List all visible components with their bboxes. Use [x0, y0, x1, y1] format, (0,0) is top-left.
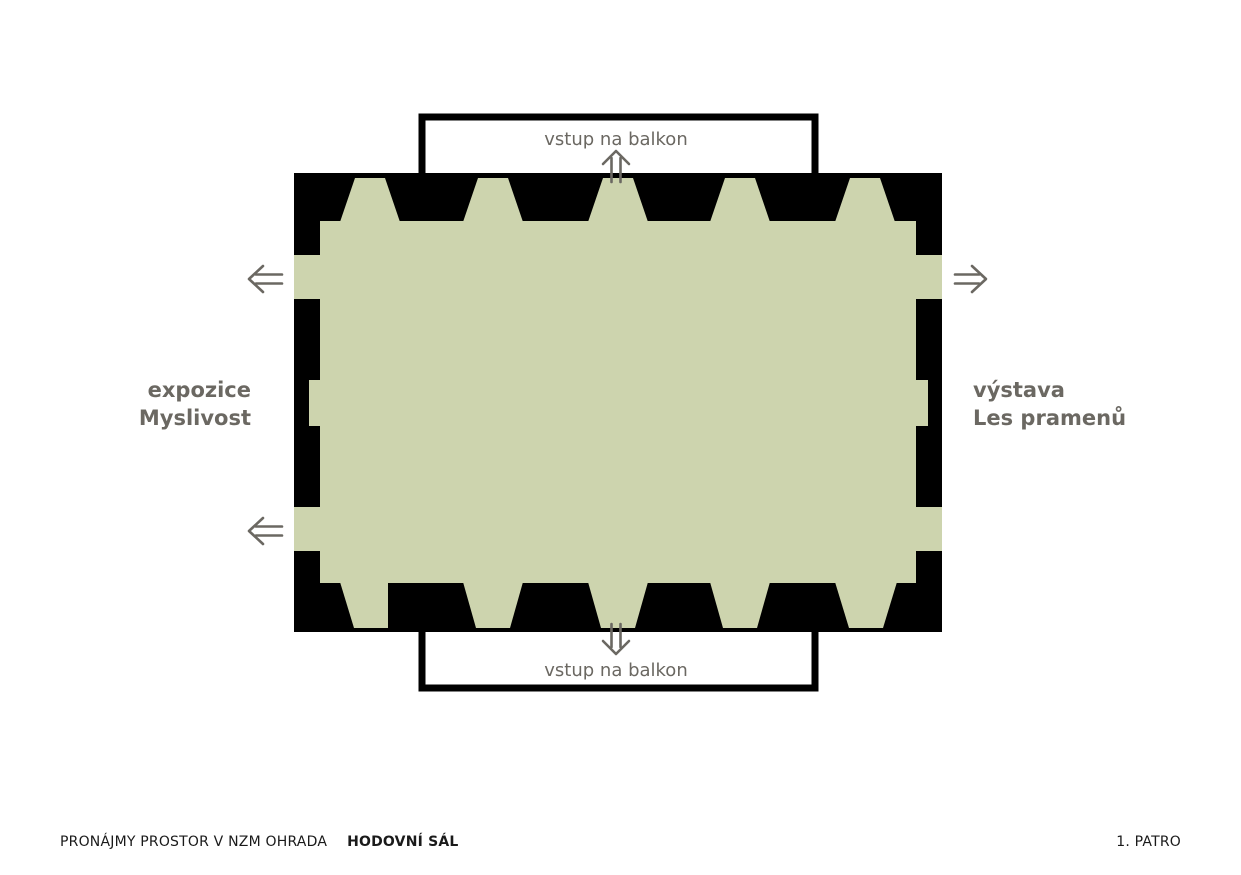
label-expozice-myslivost: expozice Myslivost	[139, 376, 251, 432]
opening-left-upper	[294, 255, 324, 299]
label-left-line1: expozice	[147, 378, 251, 402]
label-left-line2: Myslivost	[138, 406, 251, 430]
opening-left-lower	[294, 507, 324, 551]
balcony-bottom-label: vstup na balkon	[544, 660, 687, 681]
balcony-arrow-up-icon	[601, 149, 631, 184]
footer-room: HODOVNÍ SÁL	[347, 834, 459, 850]
label-vystava-les-pramenu: výstava Les pramenů	[973, 376, 1126, 432]
top-window-niches	[340, 178, 895, 222]
recess-right-inner	[916, 380, 928, 426]
exit-arrow-left-lower-icon	[247, 516, 284, 546]
exit-arrow-left-upper-icon	[247, 264, 284, 294]
bottom-window-niches	[340, 582, 897, 628]
hall-floor	[320, 221, 916, 583]
opening-right-lower	[912, 507, 942, 551]
exit-arrow-right-icon	[953, 264, 988, 294]
footer-title: PRONÁJMY PROSTOR V NZM OHRADA HODOVNÍ SÁL	[60, 834, 459, 850]
label-right-line2: Les pramenů	[973, 406, 1127, 430]
balcony-arrow-down-icon	[601, 622, 631, 656]
opening-right-upper	[912, 255, 942, 299]
footer-floor: 1. PATRO	[1116, 834, 1181, 850]
recess-left-inner	[309, 380, 321, 426]
footer-series: PRONÁJMY PROSTOR V NZM OHRADA	[60, 834, 328, 850]
label-right-line1: výstava	[973, 378, 1065, 402]
balcony-top-label: vstup na balkon	[544, 129, 687, 150]
